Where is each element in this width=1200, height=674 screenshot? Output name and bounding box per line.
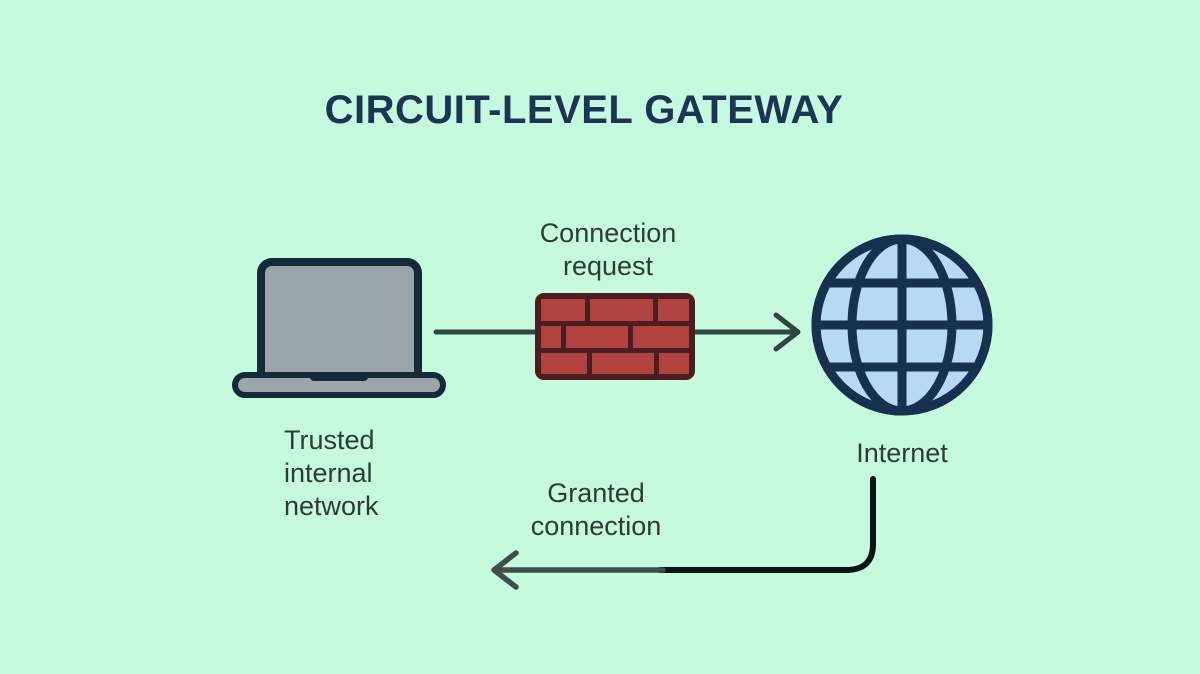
connection-request-label: Connection request	[539, 218, 677, 281]
page-title: CIRCUIT-LEVEL GATEWAY	[324, 88, 844, 132]
globe-icon	[811, 234, 993, 416]
laptop-icon	[232, 258, 446, 398]
internet-label: Internet	[856, 438, 948, 468]
arrow-left-icon	[491, 550, 666, 590]
granted-connection-label: Granted connection	[530, 478, 662, 541]
firewall-icon	[535, 293, 695, 380]
granted-connector	[657, 476, 876, 573]
trusted-internal-network-label: Trusted internal network	[284, 425, 379, 521]
